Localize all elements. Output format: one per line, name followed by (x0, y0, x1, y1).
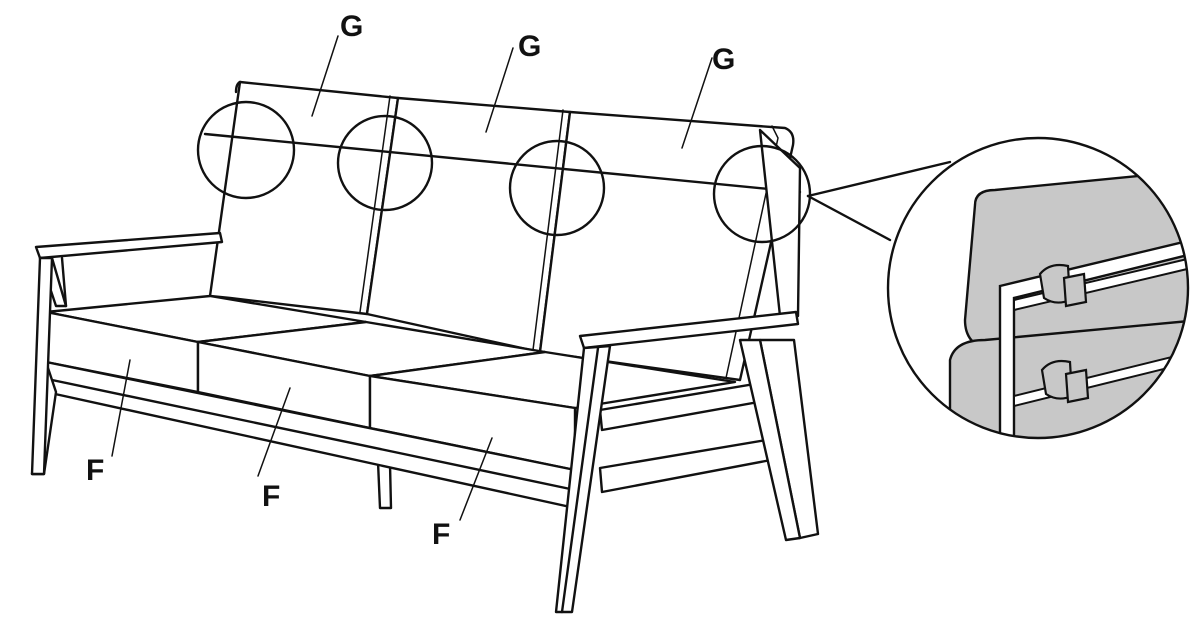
left-armrest (34, 231, 224, 308)
back-cushion-middle (365, 96, 572, 354)
magnified-detail (886, 136, 1190, 440)
leader-lines (111, 35, 713, 521)
frame-upright-detail (998, 236, 1188, 438)
detail-circle-3 (508, 139, 606, 237)
label-g-middle: G (518, 30, 541, 63)
back-rail-bar (203, 132, 802, 194)
front-left-leg (30, 256, 58, 476)
detail-circles (196, 100, 812, 244)
label-g-right: G (712, 43, 735, 76)
right-armrest (554, 310, 800, 614)
callout-lines (806, 160, 952, 242)
strap-lower (1040, 359, 1090, 404)
seat-cushion-right (368, 350, 737, 472)
strap-upper (1038, 263, 1088, 308)
detail-circle-4 (712, 144, 812, 244)
sofa-rear-legs (376, 460, 393, 510)
label-f-left: F (86, 454, 104, 487)
right-side-frame (598, 128, 820, 542)
detail-circle-2 (336, 114, 434, 212)
detail-circle-1 (196, 100, 296, 200)
label-f-right: F (432, 518, 450, 551)
label-g-left: G (340, 10, 363, 43)
label-f-middle: F (262, 480, 280, 513)
